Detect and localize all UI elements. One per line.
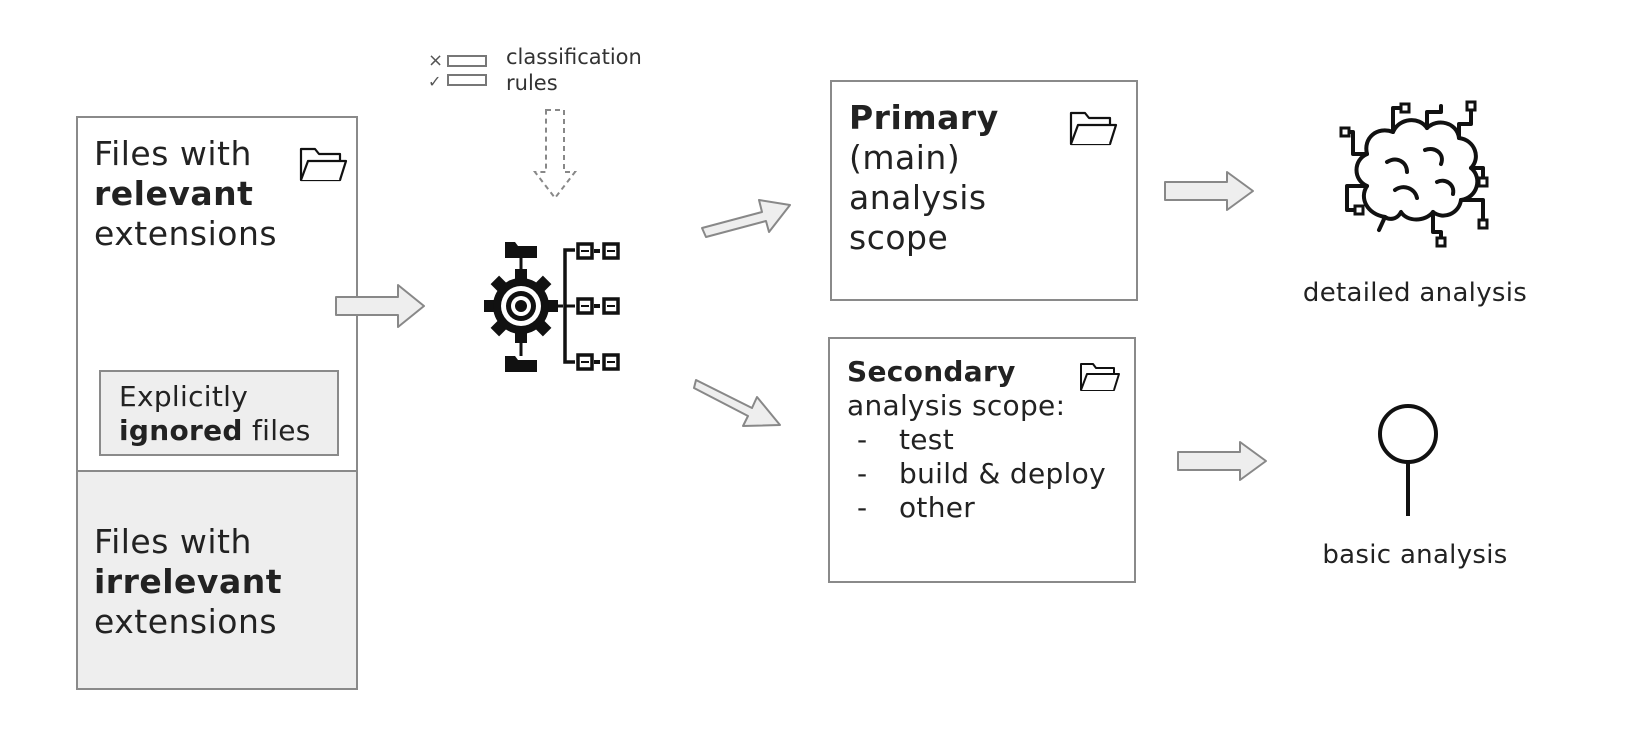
primary-line2: (main) bbox=[849, 138, 961, 177]
secondary-scope-label: Secondary analysis scope: test build & d… bbox=[847, 355, 1106, 525]
ignored-files-box: Explicitly ignored files bbox=[99, 370, 339, 456]
folder-icon bbox=[1069, 111, 1118, 146]
accept-mark-icon: ✓ bbox=[428, 72, 442, 91]
relevant-line3: extensions bbox=[94, 214, 278, 253]
ignored-rest: files bbox=[242, 414, 311, 447]
relevant-files-box: Files with relevant extensions Explicitl… bbox=[76, 116, 358, 472]
classifier-gear-icon bbox=[484, 242, 620, 372]
brain-circuit-icon bbox=[1339, 100, 1489, 248]
irrelevant-line1: Files with bbox=[94, 522, 252, 561]
secondary-list: test build & deploy other bbox=[847, 423, 1106, 525]
ignored-line1: Explicitly bbox=[119, 380, 249, 413]
ignored-keyword: ignored bbox=[119, 414, 243, 447]
rules-checklist-icon bbox=[447, 55, 487, 86]
ignored-files-label: Explicitly ignored files bbox=[119, 380, 311, 448]
irrelevant-line3: extensions bbox=[94, 602, 278, 641]
primary-line4: scope bbox=[849, 218, 949, 257]
secondary-scope-box: Secondary analysis scope: test build & d… bbox=[828, 337, 1136, 583]
list-item: test bbox=[847, 423, 1106, 457]
folder-icon bbox=[299, 147, 348, 182]
primary-keyword: Primary bbox=[849, 98, 999, 137]
reject-mark-icon: × bbox=[428, 50, 444, 71]
irrelevant-keyword: irrelevant bbox=[94, 562, 282, 601]
relevant-files-label: Files with relevant extensions bbox=[94, 134, 277, 254]
secondary-keyword: Secondary bbox=[847, 355, 1016, 388]
arrow-to-basic bbox=[1177, 441, 1267, 481]
primary-line3: analysis bbox=[849, 178, 987, 217]
list-item: build & deploy bbox=[847, 457, 1106, 491]
primary-scope-label: Primary (main) analysis scope bbox=[849, 98, 999, 258]
relevant-line1: Files with bbox=[94, 134, 252, 173]
relevant-keyword: relevant bbox=[94, 174, 254, 213]
rules-label-line1: classification bbox=[506, 45, 642, 69]
arrow-to-detailed bbox=[1164, 171, 1254, 211]
list-item: other bbox=[847, 491, 1106, 525]
detailed-analysis-label: detailed analysis bbox=[1302, 278, 1528, 308]
basic-analysis-label: basic analysis bbox=[1322, 540, 1508, 570]
irrelevant-files-label: Files with irrelevant extensions bbox=[94, 522, 282, 642]
arrow-to-secondary bbox=[693, 379, 781, 427]
arrow-to-primary bbox=[701, 199, 791, 238]
arrow-to-classifier bbox=[335, 284, 425, 328]
rules-label-line2: rules bbox=[506, 71, 558, 95]
primary-scope-box: Primary (main) analysis scope bbox=[830, 80, 1138, 301]
magnifier-pin-icon bbox=[1378, 404, 1438, 516]
secondary-line2: analysis scope: bbox=[847, 389, 1066, 422]
irrelevant-files-box: Files with irrelevant extensions bbox=[76, 470, 358, 690]
rules-label: classification rules bbox=[506, 44, 642, 96]
rules-dashed-arrow bbox=[532, 109, 578, 200]
classification-rules-legend: × ✓ classification rules bbox=[428, 44, 668, 100]
folder-icon bbox=[1080, 363, 1120, 391]
